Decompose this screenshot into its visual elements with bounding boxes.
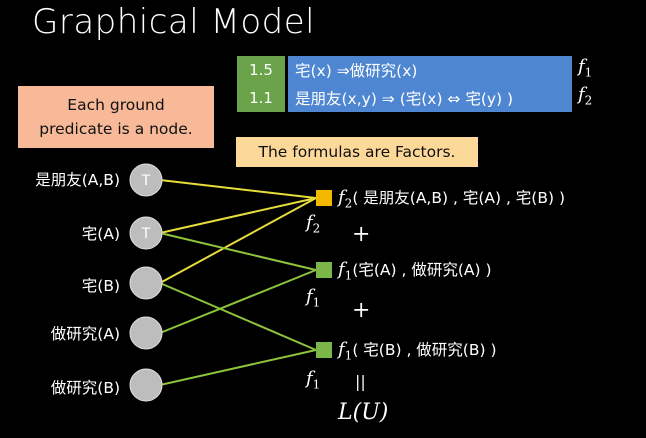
formula-weight-2: 1.1 (249, 89, 273, 107)
node-otaku-a-circle (129, 216, 163, 250)
factor-1b-node-label: f1 (306, 368, 321, 392)
node-friends-ab-value: T (141, 173, 151, 189)
node-research-a-circle (129, 316, 163, 350)
node-otaku-a: T (129, 216, 163, 250)
formula-list: 宅(x) ⇒做研究(x) 是朋友(x,y) ⇒ (宅(x) ⇔ 宅(y) ) (288, 56, 572, 112)
node-otaku-b-circle (129, 266, 163, 300)
factor-1a-args: (宅(A) , 做研究(A) ) (352, 261, 492, 279)
graph-nodes: TT (129, 163, 163, 402)
likelihood-result: L(U) (338, 400, 389, 425)
plus-sign-1: + (352, 222, 371, 247)
graph-edges (159, 179, 317, 386)
node-label-otaku-b: 宅(B) (81, 277, 120, 295)
formula-text-1: 宅(x) ⇒做研究(x) (295, 62, 418, 80)
formula-weights: 1.5 1.1 (237, 56, 285, 112)
edge-node-research-a-factor-1a-square (159, 269, 317, 334)
formula-factor-label-1: f1 (578, 56, 593, 80)
factor-2-args: ( 是朋友(A,B) , 宅(A) , 宅(B) ) (352, 189, 566, 207)
factor-1a-node-label: f1 (306, 286, 321, 310)
formula-factor-label-2: f2 (578, 84, 593, 108)
formula-weight-1: 1.5 (249, 61, 273, 79)
node-research-b (129, 368, 163, 402)
note-nodes-line-1: Each ground (67, 96, 165, 114)
node-label-friends-ab: 是朋友(A,B) (35, 171, 120, 189)
note-nodes-line-2: predicate is a node. (39, 120, 193, 138)
factor-2-square (316, 190, 332, 206)
node-research-b-circle (129, 368, 163, 402)
formula-text-2: 是朋友(x,y) ⇒ (宅(x) ⇔ 宅(y) ) (295, 90, 514, 108)
node-research-a (129, 316, 163, 350)
edge-node-otaku-a-factor-2-square (159, 197, 317, 234)
edge-node-otaku-b-factor-1b-square (159, 282, 317, 351)
factor-1a-square (316, 262, 332, 278)
factor-1b-expression: f1 ( 宅(B) , 做研究(B) ) (338, 338, 497, 363)
factor-2-expression: f2 ( 是朋友(A,B) , 宅(A) , 宅(B) ) (338, 186, 565, 211)
plus-sign-2: + (352, 298, 371, 323)
node-friends-ab-circle (129, 163, 163, 197)
factor-1a-name: f1 (338, 259, 353, 283)
edge-node-otaku-a-factor-1a-square (159, 232, 317, 271)
node-label-research-a: 做研究(A) (50, 325, 120, 343)
factor-1b-name: f1 (338, 339, 353, 363)
node-label-research-b: 做研究(B) (50, 379, 120, 397)
edge-node-friends-ab-factor-2-square (159, 179, 317, 199)
factor-1a-expression: f1 (宅(A) , 做研究(A) ) (338, 258, 492, 283)
equals-sign: || (355, 372, 366, 391)
factor-2-name: f2 (338, 187, 353, 211)
factor-1b-square (316, 342, 332, 358)
factor-1b-args: ( 宅(B) , 做研究(B) ) (352, 341, 497, 359)
note-factors: The formulas are Factors. (236, 137, 478, 167)
page-title: Graphical Model (32, 2, 316, 42)
node-label-otaku-a: 宅(A) (81, 225, 120, 243)
edge-node-otaku-b-factor-2-square (159, 197, 317, 284)
node-otaku-a-value: T (141, 226, 151, 242)
factor-2-node-label: f2 (306, 212, 321, 236)
note-nodes: Each ground predicate is a node. (18, 86, 214, 148)
node-otaku-b (129, 266, 163, 300)
node-friends-ab: T (129, 163, 163, 197)
edge-node-research-b-factor-1b-square (159, 349, 317, 386)
graph-factors (316, 190, 332, 358)
